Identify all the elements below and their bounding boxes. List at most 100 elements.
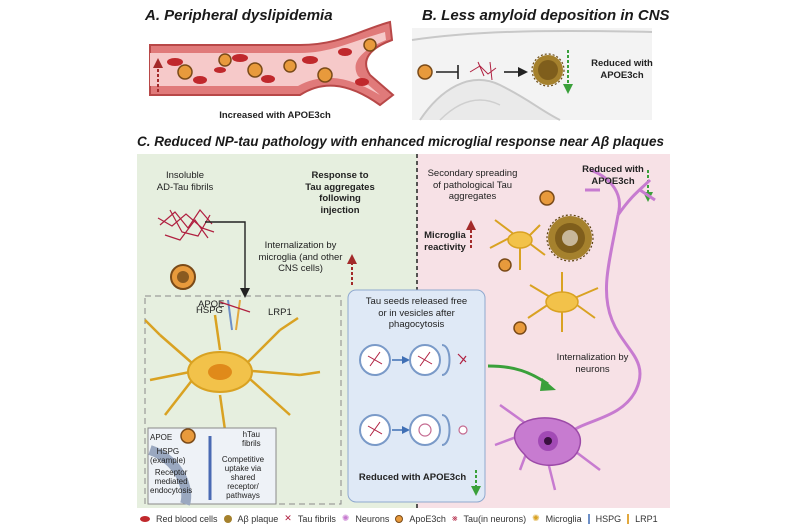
apoe-particles-right (498, 190, 555, 335)
legend-item-microglia: Microglia (545, 513, 582, 524)
response-line1: Response to (311, 170, 369, 181)
seeds-line1: Tau seeds released free (365, 296, 468, 307)
legend-item-tau: Tau fibrils (297, 513, 336, 524)
microglia-nucleus-left (208, 364, 232, 380)
inset-comp-line3: shared (230, 473, 256, 482)
panel-b-note-line2: APOE3ch (600, 69, 644, 81)
response-line3: following (319, 193, 361, 204)
secondary-label: Secondary spreading of pathological Tau … (420, 168, 525, 203)
inset-htau-line2: fibrils (242, 439, 261, 448)
blood-vessel (149, 20, 395, 107)
reduced-line1: Reduced with (582, 164, 644, 175)
microglia-reactivity-label: Microglia reactivity (420, 230, 470, 253)
down-arrow-seeds (471, 470, 481, 496)
amyloid-plaque-icon (223, 514, 232, 523)
apoe3ch-particles (177, 38, 377, 83)
amyloid-plaque-b (531, 53, 565, 87)
secondary-line1: Secondary spreading (427, 168, 518, 179)
legend-item-neurons: Neurons (355, 513, 390, 524)
secondary-line2: of pathological Tau (432, 179, 513, 191)
inset-hspg-line2: (example) (150, 456, 186, 465)
panel-a-note: Increased with APOE3ch (219, 110, 331, 121)
inset-receptor-line1: Receptor (154, 468, 188, 477)
tau-in-neurons-icon: ⨳ (451, 513, 458, 523)
apoe3ch-icon (395, 514, 404, 523)
inset-comp-line5: pathways (226, 491, 260, 500)
receptor-hspg-lrp1 (219, 299, 251, 331)
seeds-reduced-label: Reduced with APOE3ch (358, 472, 467, 483)
inset-hspg-line1: HSPG (156, 447, 180, 456)
inset-membrane (148, 445, 192, 506)
seeds-line3: phagocytosis (388, 319, 445, 330)
vesicle-group-2 (359, 414, 468, 446)
lrp1-label: LRP1 (268, 307, 292, 318)
legend-item-plaque: Aβ plaque (237, 513, 279, 524)
down-arrow-b (563, 50, 573, 94)
red-blood-cells (167, 48, 369, 86)
legend-item-apoe3ch: ApoE3ch (409, 513, 446, 524)
inhibit-arrow (436, 65, 459, 79)
response-line2: Tau aggregates (305, 181, 375, 193)
inset-comp-line1: Competitive (221, 455, 265, 464)
neurons-label: Internalization by neurons (545, 352, 640, 375)
seeds-line2: or in vesicles after (378, 307, 455, 319)
seeds-label: Tau seeds released free or in vesicles a… (350, 296, 483, 331)
inset-receptor-line3: endocytosis (150, 486, 193, 495)
legend-item-rbc: Red blood cells (156, 513, 218, 524)
inset-apoe-particle (180, 428, 196, 444)
reduced-line2: APOE3ch (591, 175, 635, 187)
up-arrow-a (153, 58, 163, 92)
insoluble-tau-fibrils (157, 209, 215, 241)
red-blood-cell-icon (140, 515, 150, 522)
panel-c-title: C. Reduced NP-tau pathology with enhance… (137, 134, 664, 149)
up-arrow-microglia (466, 220, 476, 248)
insoluble-line2: AD-Tau fibrils (156, 181, 214, 193)
apoe-particle-c (170, 264, 196, 290)
lrp1-icon (627, 513, 630, 524)
vesicle-group-1 (359, 344, 467, 376)
microglia-body-right-2 (545, 291, 579, 313)
inset-comp-line2: uptake via (224, 464, 262, 473)
inset-competitive-label: Competitive uptake via shared receptor/ … (214, 455, 272, 500)
internalization-label: Internalization by microglia (and other … (248, 240, 353, 275)
inset-comp-line4: receptor/ (227, 482, 259, 491)
microglia-cell-right-2 (527, 272, 599, 332)
legend-item-lrp1: LRP1 (635, 513, 658, 524)
panel-b-title: B. Less amyloid deposition in CNS (422, 7, 670, 24)
neuron-icon: ✺ (341, 513, 350, 523)
reduced-label: Reduced with APOE3ch (580, 164, 646, 187)
tau-fibril-b (469, 61, 497, 81)
inset-hspg-label: HSPG (example) (150, 447, 186, 465)
legend-item-tau-neurons: Tau(in neurons) (463, 513, 527, 524)
apoe-particle-b (417, 64, 433, 80)
neuron-axon (566, 168, 656, 437)
fibril-to-microglia-arrow (205, 221, 250, 298)
forward-arrow-b (504, 67, 528, 77)
neuron-nucleolus (544, 437, 552, 445)
neurons-line1: Internalization by (556, 352, 629, 363)
legend: Red blood cells Aβ plaque ✕ Tau fibrils … (140, 513, 658, 524)
seeds-to-neuron-arrow (487, 364, 556, 391)
seeds-box-bg (347, 289, 486, 503)
microglia-cell-right-1 (489, 219, 546, 270)
internalization-line1: Internalization by (264, 240, 337, 251)
inset-receptor-line2: mediated (154, 477, 188, 486)
internalization-line2: microglia (and other (258, 251, 343, 263)
up-arrow-internalization (347, 254, 357, 285)
insoluble-line1: Insoluble (165, 170, 205, 181)
legend-item-hspg: HSPG (595, 513, 622, 524)
hspg-icon (587, 513, 590, 524)
insoluble-label: Insoluble AD-Tau fibrils (140, 170, 230, 193)
secondary-line3: aggregates (448, 191, 497, 202)
panel-b-note: Reduced with APOE3ch (588, 58, 656, 81)
inset-apoe-label: APOE (150, 433, 173, 442)
inset-htau-label: hTau fibrils (242, 430, 261, 448)
response-label: Response to Tau aggregates following inj… (300, 170, 380, 216)
inset-receptor-label: Receptor mediated endocytosis (150, 468, 192, 495)
tau-fibril-icon: ✕ (284, 513, 292, 523)
response-line4: injection (320, 204, 360, 216)
internalization-line3: CNS cells) (278, 263, 323, 274)
panel-b-note-line1: Reduced with (591, 58, 653, 69)
panel-a-title: A. Peripheral dyslipidemia (145, 7, 333, 24)
